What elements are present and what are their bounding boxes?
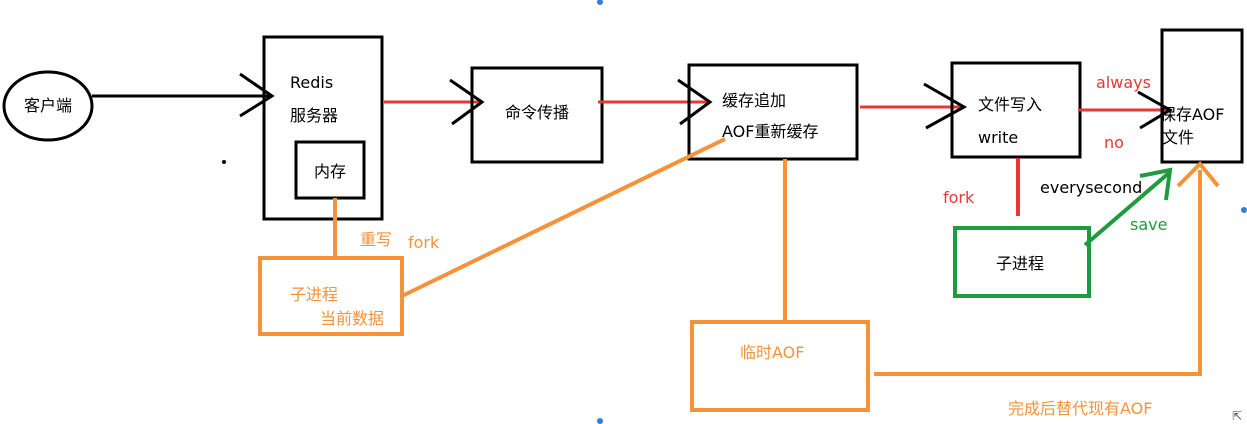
right-edge-marker: [1241, 207, 1247, 213]
bottom-edge-marker: [597, 418, 603, 424]
fork-red-label: fork: [943, 188, 975, 207]
fork-orange-label: fork: [408, 233, 440, 252]
save-label: save: [1130, 215, 1167, 234]
memory-node: [294, 140, 366, 200]
temp-aof-node: [690, 320, 870, 412]
replace-label: 完成后替代现有AOF: [1008, 399, 1152, 418]
child-process-node: [953, 226, 1091, 298]
redis-server-node: [262, 35, 384, 221]
save-green-arrowhead: [1139, 167, 1173, 201]
redis-to-propagate-arrowhead: [449, 78, 485, 126]
child-process-label: 子进程: [996, 254, 1044, 273]
save-aof-label-line2: 文件: [1162, 128, 1194, 147]
child-data-to-buffer-line: [401, 137, 726, 298]
buffer-to-filewrite-arrowhead: [923, 82, 968, 130]
child-data-label-line2: 当前数据: [320, 309, 384, 328]
temp-aof-label: 临时AOF: [740, 343, 804, 362]
propagate-label: 命令传播: [505, 103, 569, 122]
top-edge-marker: [597, 0, 603, 5]
buffer-label-line1: 缓存追加: [722, 91, 786, 110]
client-label: 客户端: [24, 96, 72, 115]
stray-dot: [222, 160, 226, 164]
redis-label-line1: Redis: [290, 73, 333, 92]
everysecond-label: everysecond: [1040, 178, 1142, 197]
no-label: no: [1104, 133, 1124, 152]
replace-path: [874, 170, 1202, 376]
save-green-line: [1083, 170, 1172, 247]
save-aof-label-line1: 保存AOF: [1160, 105, 1224, 124]
rewrite-label: 重写: [360, 230, 392, 249]
replace-arrowhead: [1176, 161, 1220, 188]
save-aof-node: [1160, 28, 1244, 164]
file-write-label-line2: write: [978, 128, 1018, 147]
child-data-label-line1: 子进程: [290, 285, 338, 304]
client-to-redis-arrowhead: [239, 72, 275, 118]
memory-label: 内存: [314, 162, 346, 181]
file-write-label-line1: 文件写入: [978, 95, 1042, 114]
propagate-node: [470, 66, 604, 164]
buffer-label-line2: AOF重新缓存: [722, 122, 818, 141]
buffer-node: [687, 63, 859, 161]
always-label: always: [1096, 73, 1151, 92]
filewrite-to-save-arrowhead: [1137, 90, 1173, 130]
cursor-icon: ⇱: [1232, 409, 1242, 423]
redis-label-line2: 服务器: [290, 106, 338, 125]
client-node: [2, 70, 94, 142]
